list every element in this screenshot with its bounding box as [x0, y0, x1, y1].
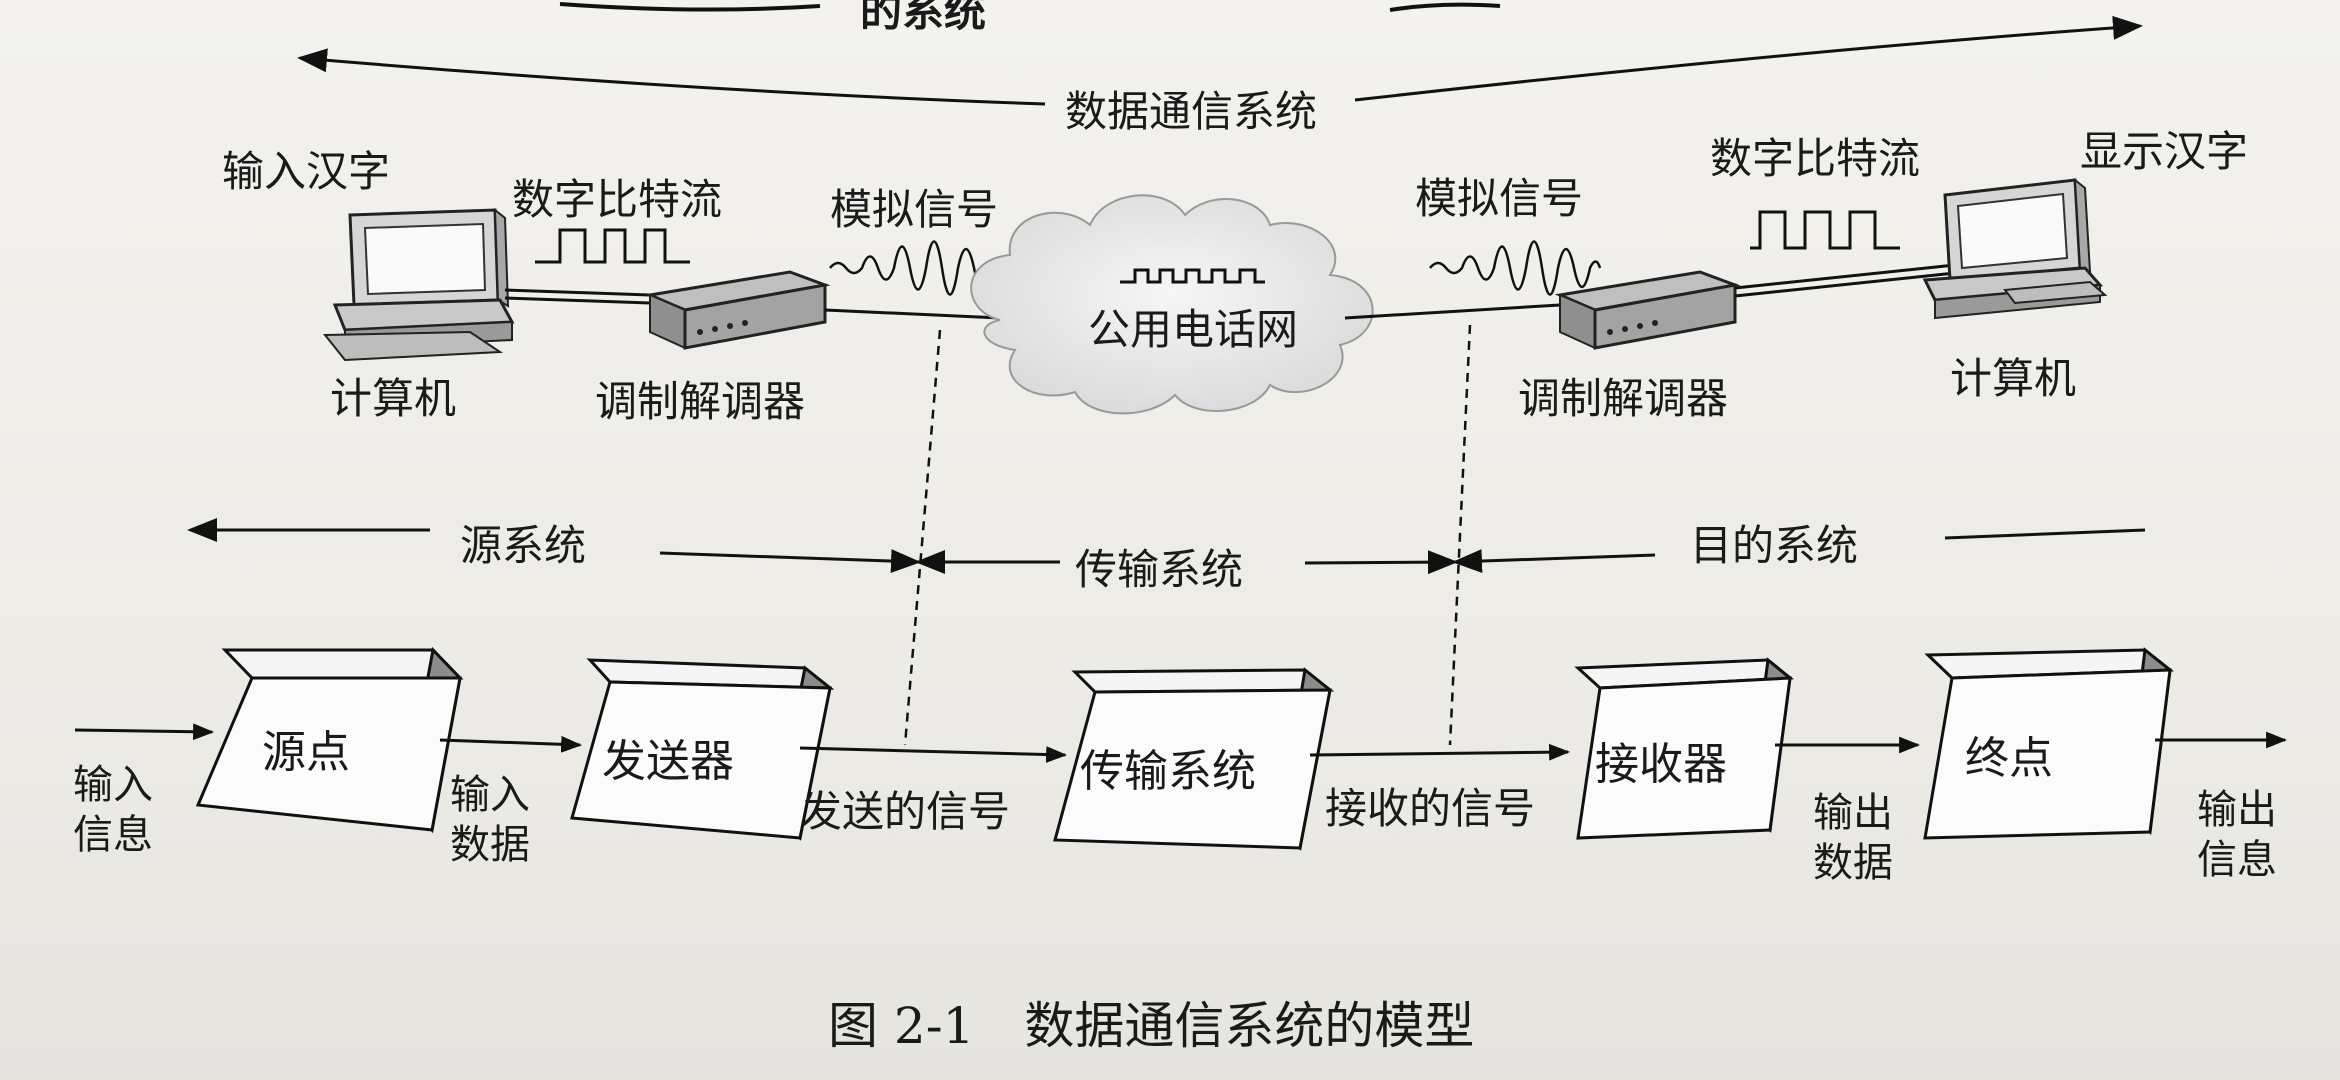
right-display-label: 显示汉字: [2080, 127, 2249, 176]
right-modem-label: 调制解调器: [1518, 374, 1729, 423]
left-modem-label: 调制解调器: [595, 377, 806, 426]
output-info-label: 输出信息: [2197, 787, 2277, 883]
block-sender: [570, 658, 835, 841]
left-bitstream-icon: [535, 228, 690, 264]
block-receiver: [1574, 657, 1794, 840]
right-computer-icon: [1922, 177, 2108, 320]
sent-signal-label: 发送的信号: [800, 787, 1011, 836]
data-comm-system-label: 数据通信系统: [1065, 87, 1318, 136]
received-signal-label: 接收的信号: [1325, 784, 1536, 833]
right-modem-icon: [1554, 270, 1741, 350]
separator-right: [1448, 324, 1472, 746]
block-transmission: [1053, 667, 1335, 851]
transmission-system-label: 传输系统: [1075, 545, 1244, 594]
right-computer-label: 计算机: [1950, 354, 2077, 403]
left-computer-icon: [322, 207, 515, 362]
input-data-label: 输入数据: [450, 772, 530, 868]
figure-caption: 图 2-1 数据通信系统的模型: [828, 997, 1475, 1055]
header-scribble: [559, 2, 1501, 12]
left-bitstream-label: 数字比特流: [512, 175, 723, 224]
block-source-label: 源点: [262, 727, 350, 778]
cloud-bitstream-icon: [1120, 268, 1265, 284]
left-analog-label: 模拟信号: [830, 185, 999, 234]
right-analog-label: 模拟信号: [1415, 174, 1584, 223]
flow-arrows: [74, 723, 2288, 763]
input-info-label: 输入信息: [73, 762, 153, 858]
left-analog-wave-icon: [829, 240, 1002, 296]
separator-left: [903, 329, 942, 746]
source-system-label: 源系统: [460, 521, 587, 570]
data-comm-system-arrow: [297, 15, 2143, 106]
right-bitstream-icon: [1750, 210, 1900, 250]
header-partial-text: 的系统: [860, 0, 987, 36]
left-computer-label: 计算机: [330, 374, 457, 423]
output-data-label: 输出数据: [1813, 790, 1893, 886]
public-phone-network-cloud: [970, 194, 1374, 415]
section-arrows: [187, 518, 2146, 575]
cloud-label: 公用电话网: [1088, 305, 1299, 354]
right-analog-wave-icon: [1429, 240, 1602, 296]
block-source: [195, 646, 464, 834]
block-sender-label: 发送器: [602, 736, 734, 787]
block-sink: [1923, 647, 2175, 840]
block-sink-label: 终点: [1965, 733, 2053, 784]
right-bitstream-label: 数字比特流: [1710, 134, 1921, 183]
left-input-label: 输入汉字: [222, 147, 391, 196]
destination-system-label: 目的系统: [1690, 521, 1859, 570]
left-modem-icon: [644, 270, 831, 350]
block-receiver-label: 接收器: [1595, 739, 1727, 790]
block-transmission-label: 传输系统: [1080, 746, 1256, 797]
